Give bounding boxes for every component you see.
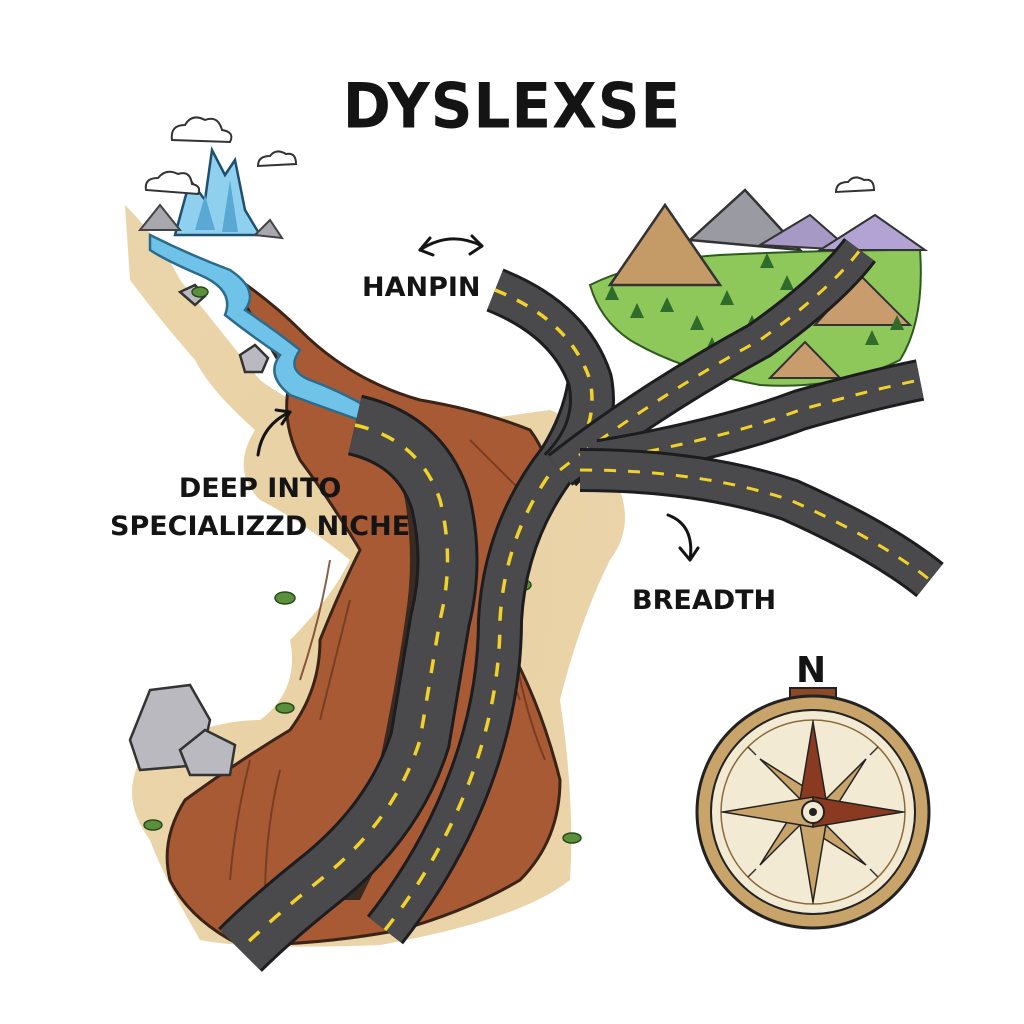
breadth-arrow	[666, 513, 700, 562]
hanpin-arrow	[418, 234, 484, 257]
compass-north-label: N	[796, 650, 827, 691]
deep-arrow	[256, 408, 292, 457]
deep-niche-line2: SPECIALIZZD NICHE	[110, 511, 411, 542]
page-title: DYSLEXSE	[342, 69, 682, 143]
breadth-label: BREADTH	[632, 585, 777, 616]
compass-rose-icon	[695, 687, 931, 930]
deep-niche-label: DEEP INTO SPECIALIZZD NICHE	[110, 470, 410, 546]
rocks	[128, 283, 270, 777]
deep-niche-line1: DEEP INTO	[178, 473, 342, 504]
cloud-icon	[144, 116, 876, 196]
hanpin-label: HANPIN	[362, 272, 481, 303]
road-network	[218, 237, 944, 973]
